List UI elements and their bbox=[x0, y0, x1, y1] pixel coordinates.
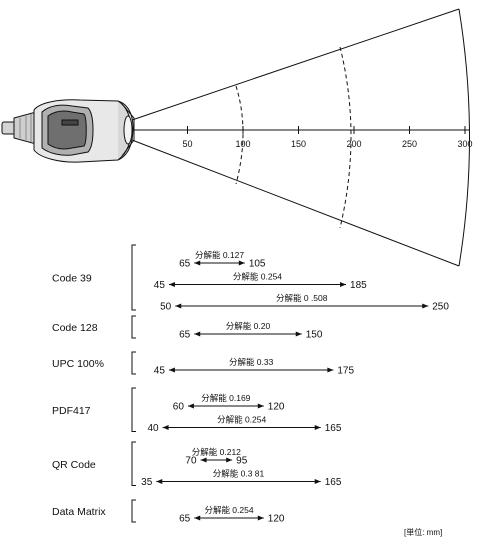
code-name: PDF417 bbox=[52, 405, 91, 417]
code-bracket bbox=[131, 499, 136, 523]
range-arrow-head-left bbox=[175, 303, 182, 309]
range-max-label: 120 bbox=[268, 402, 285, 413]
scan-arc-300 bbox=[458, 8, 470, 267]
scan-cone-lower-edge bbox=[131, 139, 460, 267]
range-arrow-head-right bbox=[257, 403, 264, 409]
range-min-label: 50 bbox=[160, 302, 172, 313]
code-name: Code 39 bbox=[52, 273, 92, 285]
range-arrow-head-left bbox=[156, 479, 163, 484]
code-name: Code 128 bbox=[52, 322, 98, 334]
range-max-label: 150 bbox=[306, 330, 323, 341]
code-bracket bbox=[131, 387, 136, 432]
range-min-label: 65 bbox=[179, 330, 191, 341]
code-group: Data Matrix 65 120 分解能 0.254 bbox=[52, 499, 285, 525]
resolution-label: 分解能 0.254 bbox=[204, 505, 253, 515]
range-min-label: 70 bbox=[185, 456, 197, 467]
code-group: PDF417 60 120 分解能 0.169 40 165 分解能 0.254 bbox=[52, 387, 342, 435]
depth-arc-100 bbox=[235, 85, 244, 185]
range-min-label: 65 bbox=[179, 514, 191, 525]
resolution-label: 分解能 0.127 bbox=[195, 250, 244, 260]
range-row: 65 120 分解能 0.254 bbox=[179, 505, 285, 525]
range-arrow-head-left bbox=[194, 515, 201, 521]
range-row: 45 185 分解能 0.254 bbox=[154, 272, 367, 292]
range-max-label: 185 bbox=[350, 280, 367, 291]
range-arrow-head-right bbox=[422, 303, 429, 309]
scan-cone-upper-edge bbox=[131, 8, 460, 121]
axis-tick-label: 50 bbox=[182, 139, 192, 149]
axis-tick-label: 150 bbox=[291, 139, 306, 149]
code-bracket bbox=[131, 351, 136, 375]
code-bracket bbox=[131, 244, 136, 311]
resolution-label: 分解能 0 .508 bbox=[276, 293, 328, 303]
range-min-label: 45 bbox=[154, 280, 166, 291]
range-arrow-head-left bbox=[168, 367, 175, 373]
range-min-label: 60 bbox=[173, 402, 185, 413]
range-row: 40 165 分解能 0.254 bbox=[147, 415, 341, 435]
axis-tick-labels: 50 100 150 200 250 300 bbox=[182, 139, 472, 149]
scanner-illustration bbox=[1, 99, 135, 163]
range-arrow-head-left bbox=[187, 403, 194, 409]
range-arrow-head-right bbox=[327, 367, 334, 373]
range-chart: Code 39 65 105 分解能 0.127 45 185 分解能 0.254 50 250… bbox=[52, 244, 449, 525]
resolution-label: 分解能 0.3 81 bbox=[213, 469, 265, 479]
range-arrow-head-right bbox=[314, 479, 321, 484]
range-arrow-head-left bbox=[162, 425, 169, 430]
axis-tick-label: 200 bbox=[346, 139, 361, 149]
depth-arc-200 bbox=[339, 46, 352, 229]
code-name: Data Matrix bbox=[52, 506, 106, 518]
range-row: 50 250 分解能 0 .508 bbox=[160, 293, 449, 313]
range-arrow-head-left bbox=[168, 282, 175, 287]
range-max-label: 250 bbox=[432, 302, 449, 313]
range-row: 65 150 分解能 0.20 bbox=[179, 321, 323, 341]
range-arrow-head-left bbox=[194, 260, 201, 266]
range-arrow-head-right bbox=[295, 331, 302, 337]
code-group: UPC 100% 45 175 分解能 0.33 bbox=[52, 351, 355, 377]
resolution-label: 分解能 0.254 bbox=[233, 272, 282, 282]
range-arrow-head-right bbox=[340, 282, 347, 287]
range-max-label: 165 bbox=[325, 423, 342, 434]
range-max-label: 95 bbox=[236, 456, 248, 467]
axis-tick-label: 300 bbox=[457, 139, 472, 149]
code-name: UPC 100% bbox=[52, 358, 104, 370]
range-arrow-head-right bbox=[238, 260, 245, 266]
axis-tick-label: 250 bbox=[402, 139, 417, 149]
range-row: 65 105 分解能 0.127 bbox=[179, 250, 266, 270]
range-min-label: 65 bbox=[179, 259, 191, 270]
code-group: Code 128 65 150 分解能 0.20 bbox=[52, 315, 323, 341]
code-group: Code 39 65 105 分解能 0.127 45 185 分解能 0.254 50 250… bbox=[52, 244, 449, 313]
resolution-label: 分解能 0.254 bbox=[217, 415, 266, 425]
code-name: QR Code bbox=[52, 459, 96, 471]
code-bracket bbox=[131, 315, 136, 339]
range-max-label: 175 bbox=[337, 366, 354, 377]
range-arrow-head-right bbox=[314, 425, 321, 430]
range-row: 35 165 分解能 0.3 81 bbox=[141, 469, 342, 489]
range-arrow-head-left bbox=[194, 331, 201, 337]
resolution-label: 分解能 0.33 bbox=[229, 357, 274, 367]
range-max-label: 105 bbox=[249, 259, 266, 270]
range-min-label: 40 bbox=[147, 423, 159, 434]
range-min-label: 35 bbox=[141, 477, 153, 488]
code-bracket bbox=[131, 441, 136, 486]
resolution-label: 分解能 0.20 bbox=[226, 321, 271, 331]
resolution-label: 分解能 0.212 bbox=[192, 447, 241, 457]
range-row: 60 120 分解能 0.169 bbox=[173, 393, 285, 413]
range-arrow-head-right bbox=[257, 515, 264, 521]
axis-ticks bbox=[187, 126, 466, 134]
scan-field bbox=[131, 8, 470, 267]
range-max-label: 165 bbox=[325, 477, 342, 488]
unit-note: [単位: mm] bbox=[404, 527, 442, 537]
range-max-label: 120 bbox=[268, 514, 285, 525]
resolution-label: 分解能 0.169 bbox=[201, 393, 250, 403]
range-arrow-head-right bbox=[226, 457, 233, 463]
range-min-label: 45 bbox=[154, 366, 166, 377]
axis-tick-label: 100 bbox=[235, 139, 250, 149]
range-arrow-head-left bbox=[200, 457, 207, 463]
range-row: 45 175 分解能 0.33 bbox=[154, 357, 355, 377]
